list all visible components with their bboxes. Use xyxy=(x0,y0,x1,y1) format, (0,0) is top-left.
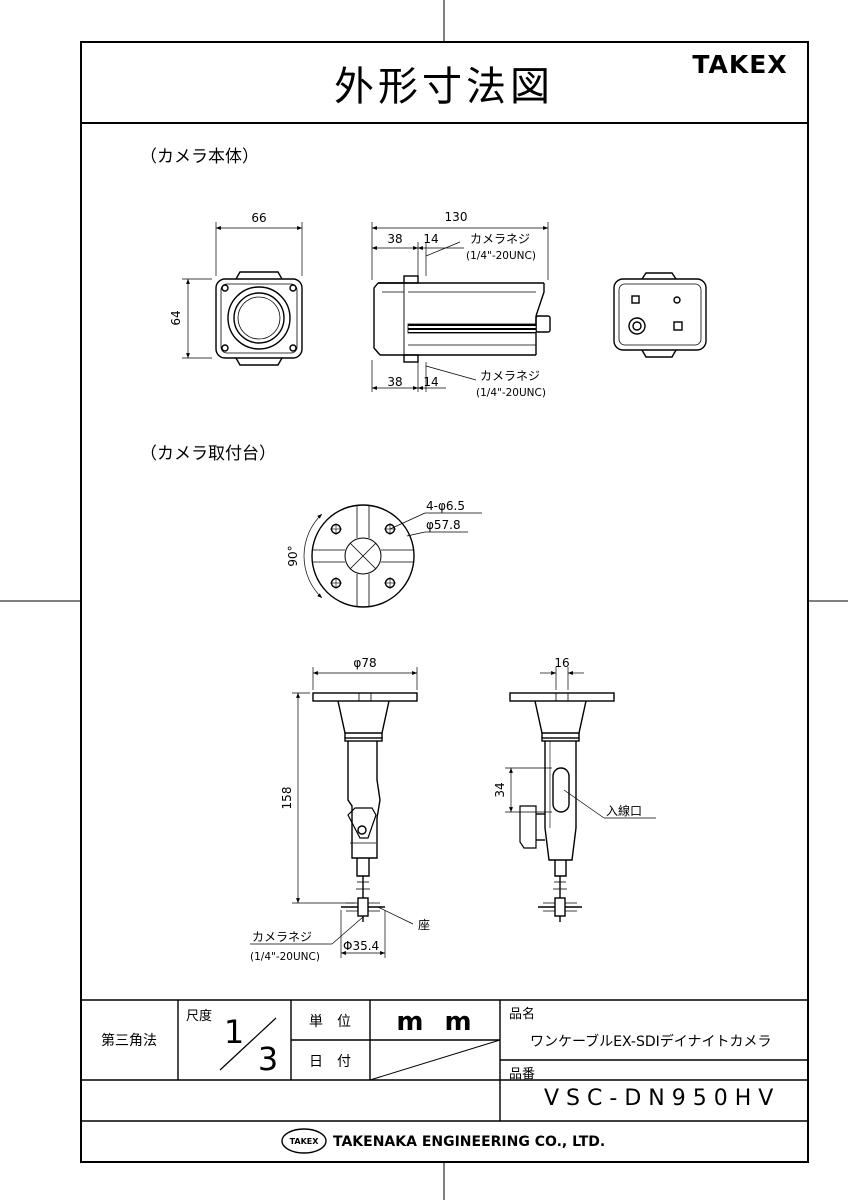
brand-logo: TAKEX xyxy=(692,50,787,79)
footer-logo-text: TAKEX xyxy=(290,1137,320,1146)
product-no-label: 品番 xyxy=(509,1067,535,1082)
scale-label: 尺度 xyxy=(186,1008,212,1024)
mount-top-dimensions xyxy=(303,512,482,599)
screw-label-bottom: カメラネジ xyxy=(480,369,540,383)
dim-front-width: 66 xyxy=(251,211,266,225)
company-name: TAKENAKA ENGINEERING CO., LTD. xyxy=(333,1134,605,1150)
projection-label: 第三角法 xyxy=(101,1032,157,1049)
front-dimensions xyxy=(182,222,303,359)
camera-front-view xyxy=(215,271,303,366)
dim-slot: 34 xyxy=(493,782,507,797)
dim-top-offset-b: 14 xyxy=(423,232,438,246)
dim-pcd: φ57.8 xyxy=(426,518,461,532)
mount-side-dimensions xyxy=(505,667,656,819)
camera-side-view xyxy=(373,275,551,363)
dim-seat-dia: Φ35.4 xyxy=(343,939,379,953)
section-camera-mount: （カメラ取付台） xyxy=(140,444,276,464)
dim-side-length: 130 xyxy=(445,210,468,224)
drawing-frame xyxy=(80,41,809,1163)
dim-bottom-offset-b: 14 xyxy=(423,375,438,389)
unit-value: m m xyxy=(396,1007,477,1037)
mount-screw-label: カメラネジ xyxy=(252,930,312,944)
product-name-label: 品名 xyxy=(509,1006,535,1022)
section-camera-body: （カメラ本体） xyxy=(140,147,259,167)
label-cable-inlet: 入線口 xyxy=(606,803,642,818)
mount-screw-spec: (1/4"-20UNC) xyxy=(250,951,320,963)
mount-front-view xyxy=(312,692,418,922)
dim-angle: 90° xyxy=(286,545,300,566)
scale-denominator: 3 xyxy=(258,1040,278,1078)
side-dimensions xyxy=(371,222,549,392)
screw-label-top: カメラネジ xyxy=(470,232,530,246)
camera-rear-view xyxy=(613,272,707,358)
date-label: 日 付 xyxy=(309,1054,351,1070)
dim-holes: 4-φ6.5 xyxy=(426,499,465,513)
dim-bottom-offset-a: 38 xyxy=(387,375,402,389)
mount-front-dimensions xyxy=(250,667,418,958)
mount-top-view xyxy=(311,504,415,608)
dim-front-height: 64 xyxy=(169,310,183,325)
page-title: 外形寸法図 xyxy=(334,64,554,110)
scale-numerator: 1 xyxy=(224,1013,244,1051)
unit-label: 単 位 xyxy=(309,1014,351,1030)
dim-top-offset-a: 38 xyxy=(387,232,402,246)
side-view-band xyxy=(407,323,537,334)
footer-logo-oval xyxy=(281,1128,327,1154)
dim-height: 158 xyxy=(280,787,294,810)
title-block-grid xyxy=(81,999,808,1122)
screw-spec-top: (1/4"-20UNC) xyxy=(466,250,536,262)
screw-spec-bottom: (1/4"-20UNC) xyxy=(476,387,546,399)
dim-base-dia: φ78 xyxy=(353,656,376,670)
mount-side-view xyxy=(509,692,615,922)
product-name: ワンケーブルEX-SDIデイナイトカメラ xyxy=(530,1033,771,1050)
dim-depth: 16 xyxy=(554,656,569,670)
label-seat: 座 xyxy=(418,917,430,932)
product-no: VSC-DN950HV xyxy=(544,1086,780,1111)
